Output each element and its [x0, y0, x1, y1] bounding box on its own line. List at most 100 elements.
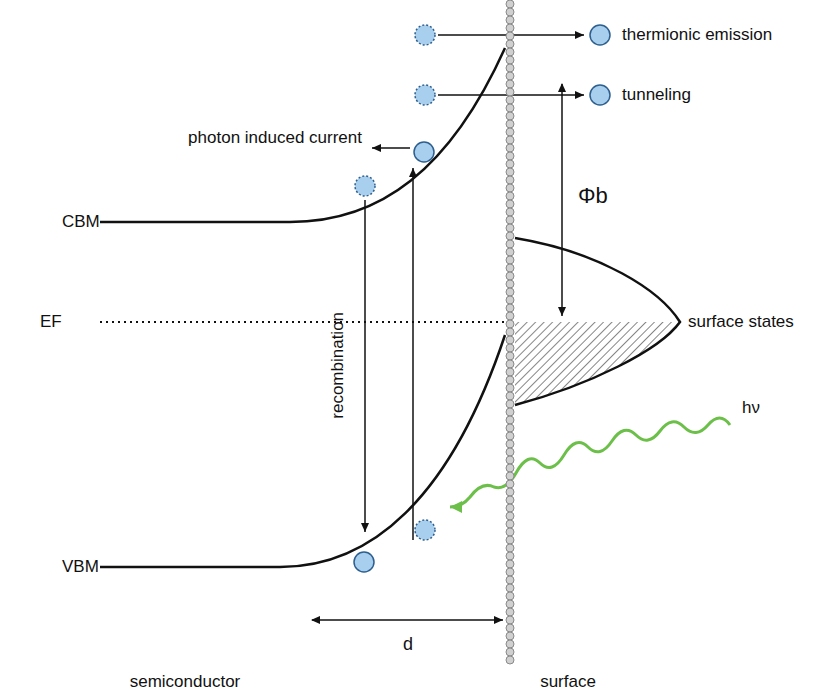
surface-atom: [506, 168, 514, 176]
surface-atom: [506, 552, 514, 560]
surface-atom: [506, 504, 514, 512]
surface-atom: [506, 40, 514, 48]
surface-atom: [506, 48, 514, 56]
surface-atom: [506, 232, 514, 240]
band-label: VBM: [62, 558, 99, 577]
surface-atom: [506, 472, 514, 480]
surface-atom: [506, 360, 514, 368]
surface-atom: [506, 120, 514, 128]
surface-atom: [506, 624, 514, 632]
region-label: surface: [540, 673, 596, 692]
surface-atom: [506, 136, 514, 144]
states-label: surface states: [688, 313, 794, 332]
excitation-arrow: [412, 168, 414, 540]
surface-atom: [506, 240, 514, 248]
surface-atom: [506, 200, 514, 208]
surface-atom: [506, 56, 514, 64]
electron: [414, 142, 434, 162]
surface-atom: [506, 496, 514, 504]
surface-atom: [506, 480, 514, 488]
surface-atoms: [506, 0, 514, 664]
surface-atom: [506, 208, 514, 216]
surface-atom: [506, 464, 514, 472]
surface-atom: [506, 336, 514, 344]
surface-atom: [506, 632, 514, 640]
surface-atom: [506, 176, 514, 184]
surface-atom: [506, 320, 514, 328]
surface-atom: [506, 368, 514, 376]
process-label: tunneling: [622, 86, 691, 105]
surface-atom: [506, 376, 514, 384]
electron-after: [590, 25, 610, 45]
surface-atom: [506, 352, 514, 360]
width-label: d: [403, 635, 413, 655]
surface-atom: [506, 656, 514, 664]
photon-label: hν: [742, 399, 760, 418]
surface-atom: [506, 520, 514, 528]
surface-atom: [506, 104, 514, 112]
surface-atom: [506, 216, 514, 224]
filled-states: [515, 322, 680, 405]
surface-states-curve: [515, 238, 680, 405]
surface-atom: [506, 384, 514, 392]
current-arrow: [372, 147, 410, 149]
surface-atom: [506, 24, 514, 32]
surface-atom: [506, 344, 514, 352]
surface-atom: [506, 224, 514, 232]
surface-atom: [506, 544, 514, 552]
surface-atom: [506, 8, 514, 16]
electron-before: [415, 520, 435, 540]
surface-atom: [506, 272, 514, 280]
surface-atom: [506, 0, 514, 8]
surface-atom: [506, 432, 514, 440]
surface-atom: [506, 408, 514, 416]
electron-before: [415, 25, 435, 45]
surface-atom: [506, 128, 514, 136]
fermi-level: [100, 321, 508, 323]
surface-atom: [506, 144, 514, 152]
surface-atom: [506, 600, 514, 608]
surface-atom: [506, 152, 514, 160]
surface-atom: [506, 616, 514, 624]
surface-atom: [506, 512, 514, 520]
surface-atom: [506, 456, 514, 464]
surface-atom: [506, 80, 514, 88]
surface-atom: [506, 536, 514, 544]
surface-atom: [506, 648, 514, 656]
barrier-label: Φb: [578, 184, 608, 208]
level-label: EF: [40, 313, 62, 332]
surface-atom: [506, 608, 514, 616]
surface-atom: [506, 584, 514, 592]
surface-atom: [506, 560, 514, 568]
surface-atom: [506, 112, 514, 120]
photon-wave: [450, 418, 730, 507]
surface-atom: [506, 568, 514, 576]
surface-atom: [506, 64, 514, 72]
surface-atom: [506, 640, 514, 648]
surface-atom: [506, 400, 514, 408]
surface-atom: [506, 424, 514, 432]
surface-atom: [506, 160, 514, 168]
surface-atom: [506, 16, 514, 24]
surface-atom: [506, 72, 514, 80]
electron: [354, 552, 374, 572]
surface-atom: [506, 304, 514, 312]
process-label: photon induced current: [188, 129, 362, 148]
surface-atom: [506, 312, 514, 320]
electron-before: [355, 176, 375, 196]
recombination-arrow: [364, 200, 366, 532]
surface-atom: [506, 296, 514, 304]
surface-atom: [506, 96, 514, 104]
band-label: CBM: [62, 213, 100, 232]
surface-atom: [506, 32, 514, 40]
electron-before: [415, 85, 435, 105]
surface-atom: [506, 88, 514, 96]
surface-atom: [506, 416, 514, 424]
surface-atom: [506, 528, 514, 536]
surface-atom: [506, 440, 514, 448]
surface-atom: [506, 248, 514, 256]
surface-atom: [506, 184, 514, 192]
surface-atom: [506, 448, 514, 456]
